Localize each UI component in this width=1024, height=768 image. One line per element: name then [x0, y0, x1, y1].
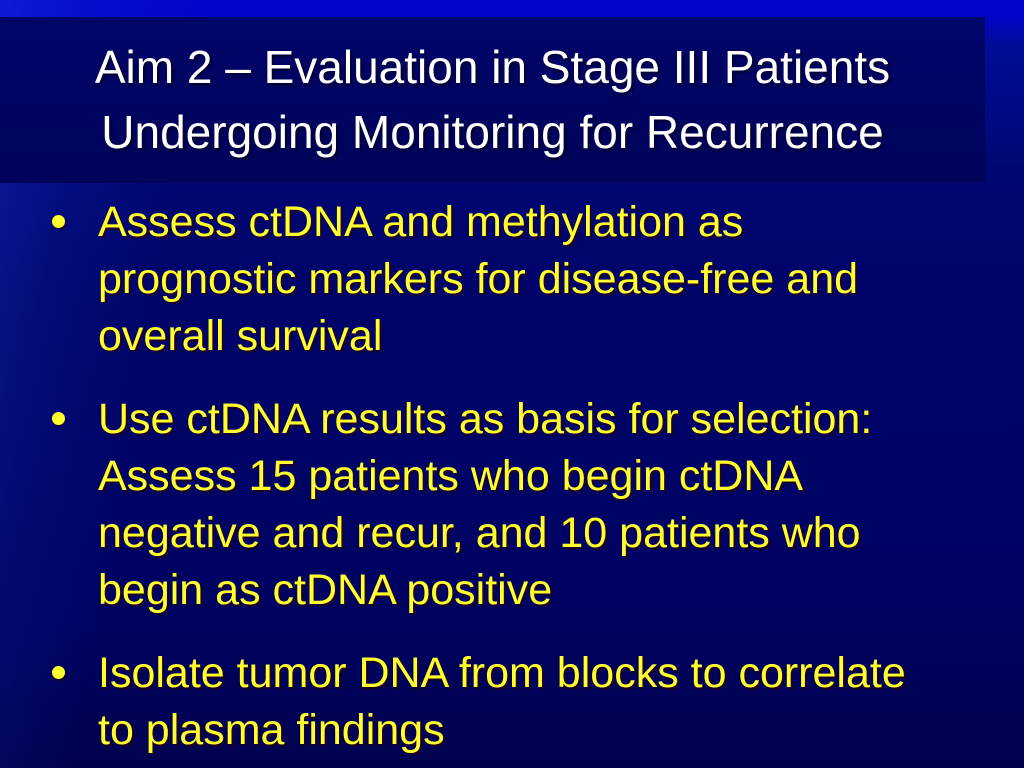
page-title-line-1: Aim 2 – Evaluation in Stage III Patients — [94, 41, 891, 93]
bullet-dot-icon — [52, 215, 65, 228]
bullet-text-line: Assess ctDNA and methylation as — [98, 198, 744, 246]
bullet-dot-icon — [52, 412, 65, 425]
bullet-dot-icon — [52, 666, 65, 679]
bullet-text-line: to plasma findings — [98, 706, 445, 754]
list-item: Isolate tumor DNA from blocks to correla… — [0, 645, 1024, 759]
bullet-text-line: overall survival — [98, 312, 383, 360]
bullet-text: Isolate tumor DNA from blocks to correla… — [98, 645, 906, 759]
bullet-text-line: Isolate tumor DNA from blocks to correla… — [98, 649, 906, 697]
bullet-text-line: negative and recur, and 10 patients who — [98, 509, 861, 557]
bullet-text: Use ctDNA results as basis for selection… — [98, 391, 872, 619]
bullet-text: Assess ctDNA and methylation as prognost… — [98, 194, 858, 365]
bullet-text-line: prognostic markers for disease-free and — [98, 255, 859, 303]
bullet-list: Assess ctDNA and methylation as prognost… — [0, 194, 1024, 768]
bullet-text-line: begin as ctDNA positive — [98, 566, 553, 614]
bullet-text-line: Assess 15 patients who begin ctDNA — [98, 452, 804, 500]
title-band: Aim 2 – Evaluation in Stage III Patients… — [0, 17, 985, 183]
page-title-line-2: Undergoing Monitoring for Recurrence — [101, 106, 884, 158]
bullet-text-line: Use ctDNA results as basis for selection… — [98, 395, 873, 443]
list-item: Assess ctDNA and methylation as prognost… — [0, 194, 1024, 365]
list-item: Use ctDNA results as basis for selection… — [0, 391, 1024, 619]
